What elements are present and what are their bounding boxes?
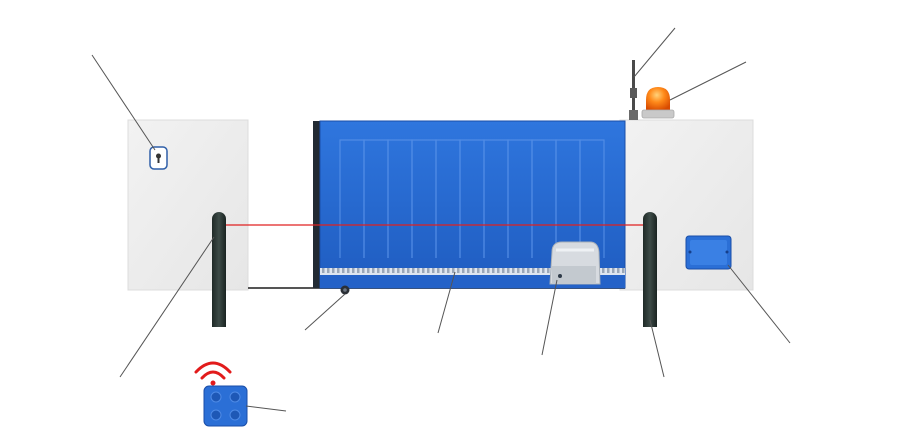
rack-tooth — [352, 268, 355, 273]
rack-tooth — [462, 268, 465, 273]
rack-tooth — [532, 268, 535, 273]
rack-tooth — [392, 268, 395, 273]
rack-tooth — [452, 268, 455, 273]
rack-tooth — [347, 268, 350, 273]
rack-tooth — [522, 268, 525, 273]
rack-tooth — [422, 268, 425, 273]
rack-tooth — [372, 268, 375, 273]
rack-tooth — [332, 268, 335, 273]
rack-tooth — [472, 268, 475, 273]
rack-tooth — [547, 268, 550, 273]
leader-flashing-lamp — [669, 61, 747, 101]
leader-rack-gear — [437, 271, 456, 334]
flashing-lamp — [641, 87, 675, 119]
rack-tooth — [617, 268, 620, 273]
rack-tooth — [402, 268, 405, 273]
leader-key-selector — [91, 54, 156, 151]
rack-tooth — [512, 268, 515, 273]
leader-lines — [91, 27, 791, 412]
leader-gate-motor — [541, 279, 558, 356]
rack-tooth — [427, 268, 430, 273]
rack-tooth — [377, 268, 380, 273]
rack-tooth — [622, 268, 625, 273]
control-box — [685, 235, 732, 270]
leader-photocell-left — [119, 236, 215, 378]
rack-tooth — [322, 268, 325, 273]
rack-tooth — [397, 268, 400, 273]
rack-tooth — [602, 268, 605, 273]
rack-tooth — [337, 268, 340, 273]
antenna — [629, 60, 638, 120]
rack-tooth — [467, 268, 470, 273]
leader-remote-control — [245, 405, 287, 412]
rack-tooth — [612, 268, 615, 273]
rack-tooth — [457, 268, 460, 273]
rack-tooth — [487, 268, 490, 273]
remote-control — [194, 361, 248, 427]
rack-tooth — [542, 268, 545, 273]
gate-panel-pattern — [579, 139, 605, 258]
rack-tooth — [502, 268, 505, 273]
leader-control-box — [727, 264, 791, 344]
rack-tooth — [492, 268, 495, 273]
rack-tooth — [537, 268, 540, 273]
left-wall — [127, 119, 249, 291]
rack-tooth — [477, 268, 480, 273]
rack-tooth — [417, 268, 420, 273]
gate-motor — [549, 241, 601, 285]
photocell-left — [212, 212, 226, 327]
rack-tooth — [517, 268, 520, 273]
rack-tooth — [507, 268, 510, 273]
rack-tooth — [447, 268, 450, 273]
rack-tooth — [497, 268, 500, 273]
leader-antenna — [633, 27, 676, 78]
rack-tooth — [412, 268, 415, 273]
rack-tooth — [527, 268, 530, 273]
rack-tooth — [382, 268, 385, 273]
rack-tooth — [432, 268, 435, 273]
photocell-right — [643, 212, 657, 327]
rack-tooth — [442, 268, 445, 273]
leader-photocell-right — [649, 319, 665, 378]
rack-tooth — [607, 268, 610, 273]
rack-tooth — [387, 268, 390, 273]
rack-tooth — [407, 268, 410, 273]
wifi-signal-icon — [194, 361, 232, 380]
gate-roller — [340, 285, 350, 295]
rack-tooth — [482, 268, 485, 273]
rack-tooth — [357, 268, 360, 273]
leader-gate-roller — [304, 293, 346, 331]
rack-tooth — [367, 268, 370, 273]
rack-tooth — [437, 268, 440, 273]
rack-tooth — [327, 268, 330, 273]
rack-tooth — [362, 268, 365, 273]
rack-tooth — [342, 268, 345, 273]
key-selector — [149, 146, 168, 170]
